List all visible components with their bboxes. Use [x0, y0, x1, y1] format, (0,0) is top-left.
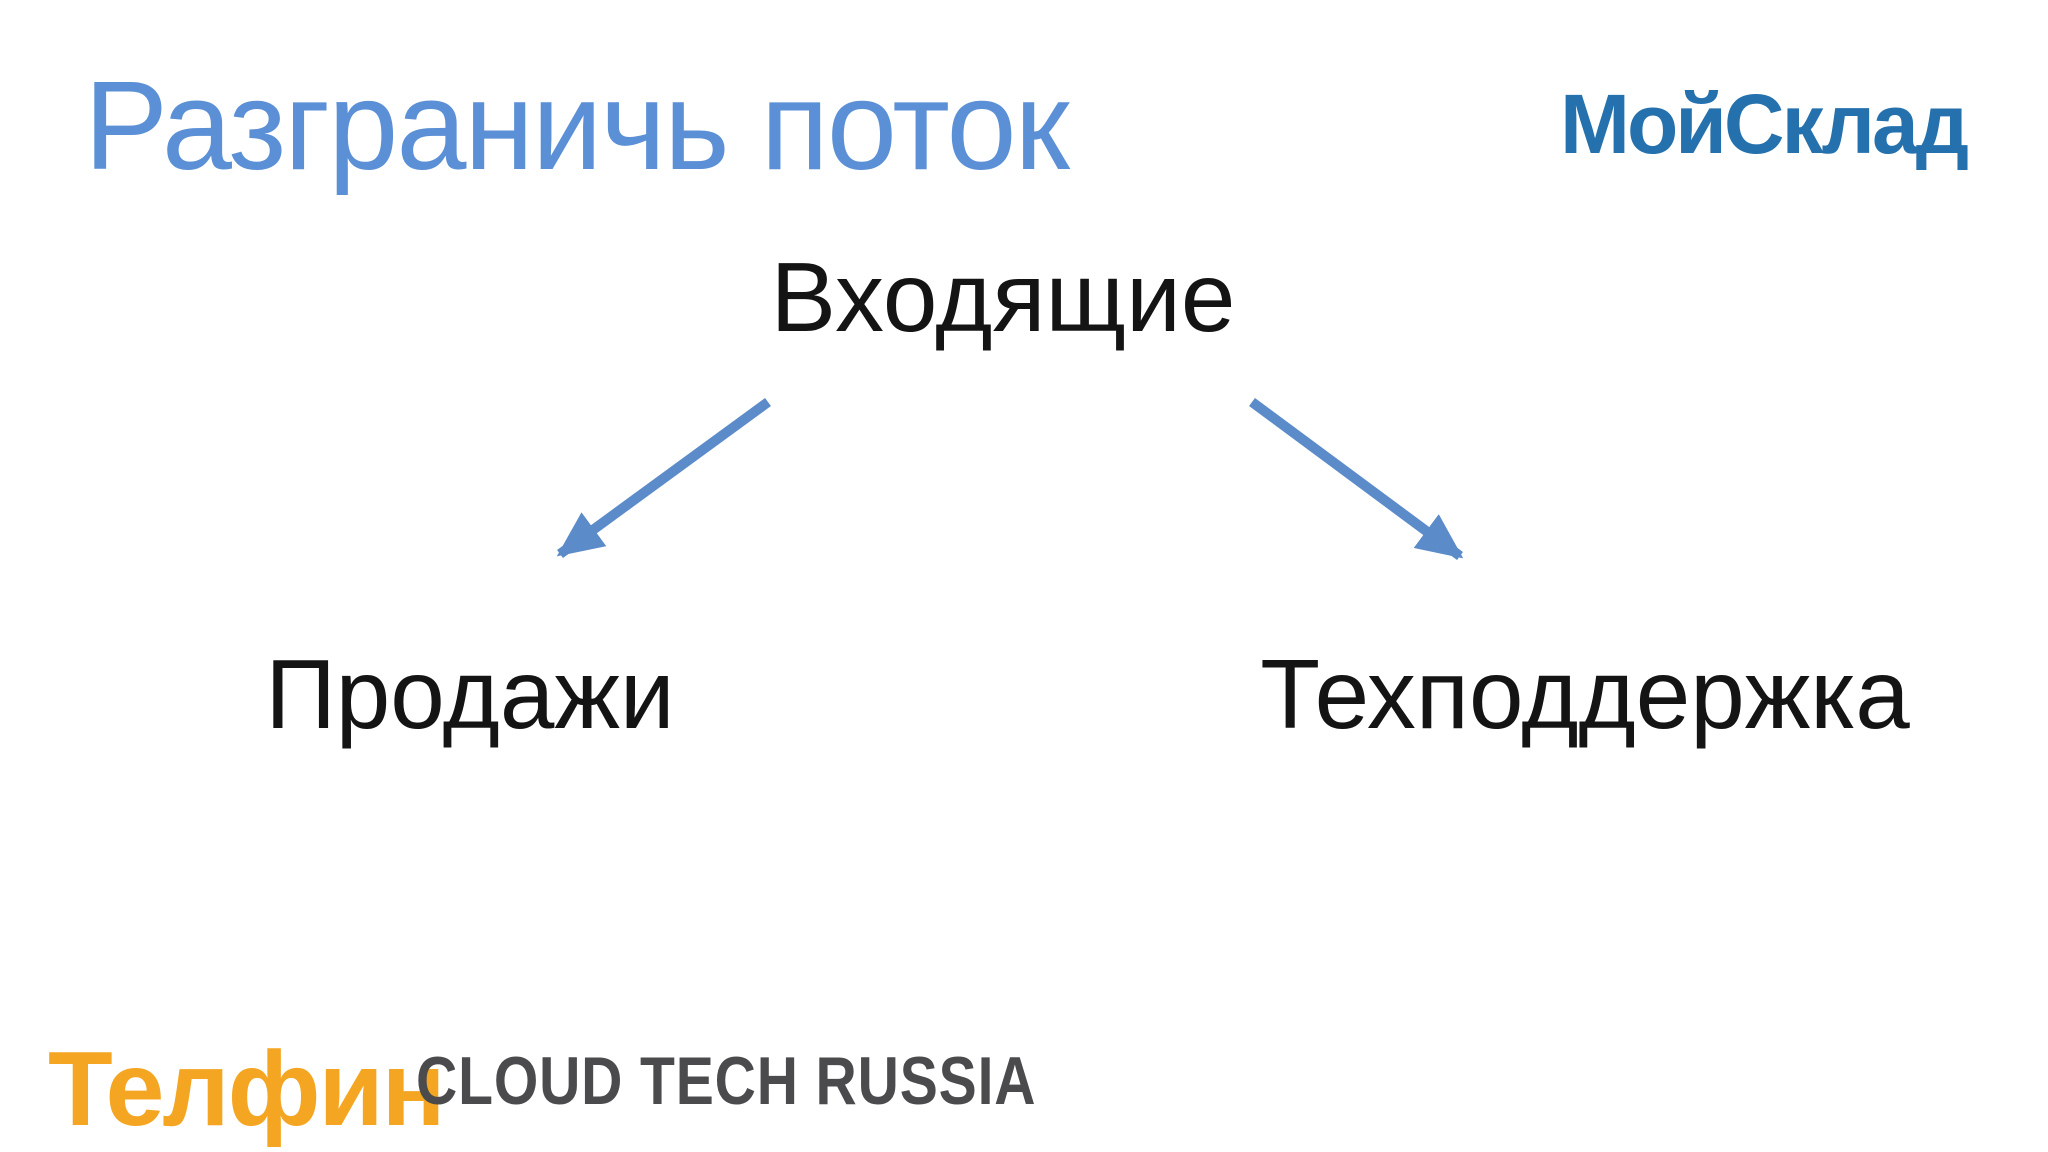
telfin-logo: Телфин [48, 1030, 446, 1148]
diagram-node-sales: Продажи [265, 639, 675, 749]
arrow-to-support [1249, 397, 1464, 561]
diagram-node-support: Техподдержка [1260, 639, 1910, 749]
diagram-node-incoming: Входящие [770, 242, 1236, 352]
arrow-to-sales [556, 397, 771, 559]
slide-title: Разграничь поток [84, 55, 1070, 196]
cloud-tech-russia-text: CLOUD TECH RUSSIA [416, 1043, 1037, 1119]
moysklad-logo: МойСклад [1560, 77, 1969, 171]
